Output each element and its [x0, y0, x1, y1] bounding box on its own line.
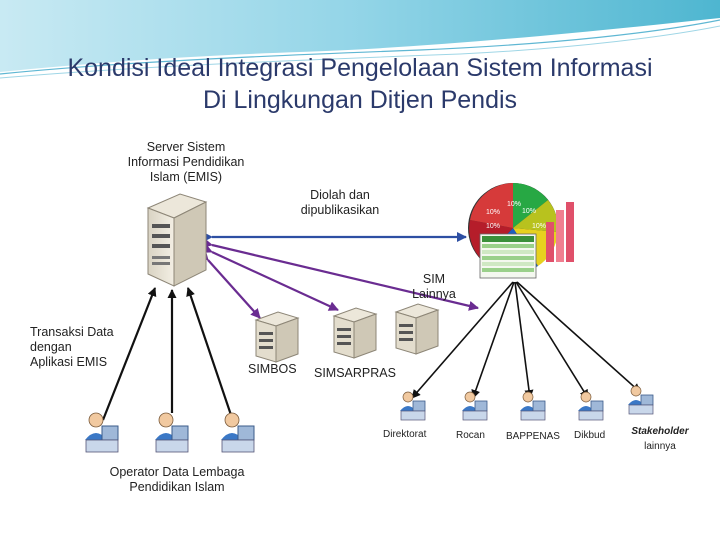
sim-lainnya-line-1: SIM — [422, 272, 446, 286]
line-to-bappenas — [514, 281, 534, 399]
header-wave-decoration — [0, 0, 720, 79]
dashboard-report-icon: 10% 10% 10% 10% 10% — [468, 183, 574, 279]
emis-server-icon — [146, 193, 208, 287]
bappenas-user-icon — [520, 391, 546, 421]
title-line-1: Kondisi Ideal Integrasi Pengelolaan Sist… — [67, 54, 653, 82]
line-to-stakeholder — [516, 281, 641, 393]
sim-lainnya-line-2: Lainnya — [412, 287, 456, 301]
stakeholder-lainnya-line-1: Stakeholder — [631, 426, 689, 437]
rocan-user-icon — [462, 391, 488, 421]
dikbud-user-icon — [578, 391, 604, 421]
publish-label: Diolah dan dipublikasikan — [280, 188, 400, 218]
server-label-line-3: Islam (EMIS) — [149, 170, 223, 184]
server-label-line-2: Informasi Pendidikan — [127, 155, 245, 169]
transaksi-label: Transaksi Data dengan Aplikasi EMIS — [30, 325, 114, 370]
pie-label-3: 10% — [486, 209, 500, 216]
direktorat-user-icon — [400, 391, 426, 421]
line-to-rocan — [471, 281, 515, 399]
dikbud-label: Dikbud — [574, 430, 606, 441]
arrow-to-simbos — [198, 249, 261, 319]
direktorat-label: Direktorat — [383, 429, 427, 440]
transaksi-line-1: Transaksi Data — [30, 325, 114, 339]
publish-label-line-2: dipublikasikan — [300, 203, 380, 217]
line-to-dikbud — [515, 281, 589, 399]
operator-label-line-2: Pendidikan Islam — [129, 480, 225, 494]
simbos-label: SIMBOS — [248, 362, 297, 376]
operator-user-icon-2 — [155, 412, 189, 453]
line-to-direktorat — [411, 281, 514, 399]
simsarpras-server-icon — [332, 307, 378, 359]
arrow-operator-3 — [186, 287, 234, 419]
sim-lainnya-server-icon — [394, 303, 440, 355]
simsarpras-label: SIMSARPRAS — [314, 366, 396, 380]
operator-user-icon-3 — [221, 412, 255, 453]
arrow-operator-1 — [101, 287, 157, 421]
pie-label-2: 10% — [522, 208, 536, 215]
pie-label-5: 10% — [532, 223, 546, 230]
transaksi-line-3: Aplikasi EMIS — [30, 355, 108, 369]
rocan-label: Rocan — [456, 430, 485, 441]
server-label: Server Sistem Informasi Pendidikan Islam… — [108, 140, 264, 185]
stakeholder-lainnya-label: Stakeholder lainnya — [620, 424, 700, 454]
sim-lainnya-label: SIM Lainnya — [398, 272, 470, 302]
bappenas-label: BAPPENAS — [506, 431, 560, 442]
stakeholder-lainnya-user-icon — [628, 385, 654, 415]
publish-label-line-1: Diolah dan — [310, 188, 370, 202]
simbos-server-icon — [254, 311, 300, 363]
pie-label-4: 10% — [486, 223, 500, 230]
page-title: Kondisi Ideal Integrasi Pengelolaan Sist… — [0, 52, 720, 116]
operator-label: Operator Data Lembaga Pendidikan Islam — [92, 465, 262, 495]
stakeholder-lainnya-line-2: lainnya — [644, 441, 676, 452]
operator-user-icon-1 — [85, 412, 119, 453]
pie-label-1: 10% — [507, 201, 521, 208]
server-label-line-1: Server Sistem — [146, 140, 226, 154]
title-line-2: Di Lingkungan Ditjen Pendis — [202, 86, 518, 114]
transaksi-line-2: dengan — [30, 340, 72, 354]
operator-label-line-1: Operator Data Lembaga — [109, 465, 245, 479]
